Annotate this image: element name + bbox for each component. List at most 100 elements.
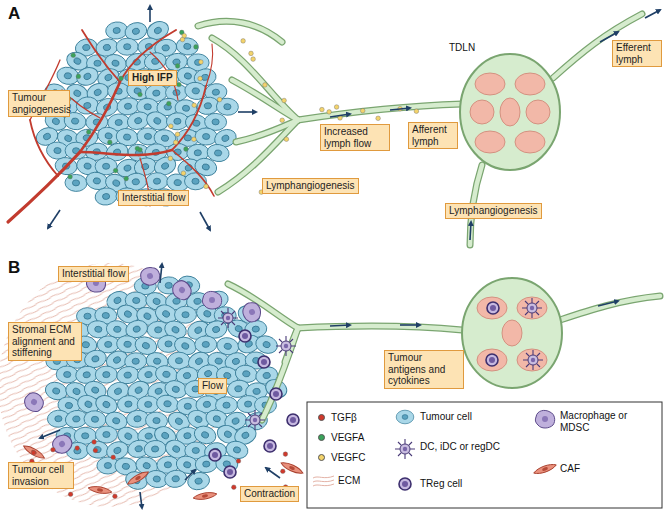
immune-cells-part: [287, 414, 299, 426]
ecm-stroma: [0, 263, 222, 507]
tumour-cell: [123, 469, 149, 492]
factor-dot: [167, 101, 172, 106]
flow-arrow-part: [48, 210, 60, 228]
lymph-node-part-part: [477, 349, 507, 371]
label-box: High IFP: [128, 70, 177, 86]
legend-frame-part: [307, 402, 662, 508]
lymphatic-vessel-part-part: [298, 326, 462, 330]
flow-arrow-part: [390, 108, 410, 110]
factor-dot: [169, 124, 174, 129]
organ-label: TDLN: [448, 42, 476, 54]
label-text: Lymphangiogenesis: [266, 180, 355, 192]
lymphatic-vessel-part-part: [262, 328, 298, 420]
tumour-cell: [155, 393, 180, 414]
lymphatic-vessel-part-part: [560, 296, 660, 320]
factor-dot: [175, 64, 180, 69]
label-text: Tumour antigens and cytokines: [388, 352, 460, 387]
lymph-node-part: [462, 278, 562, 388]
lymphatic-vessel-part-part: [232, 80, 298, 120]
tumour-cell: [56, 366, 79, 384]
blood-vessel: [8, 30, 214, 222]
factor-dot: [192, 137, 197, 142]
factor-dot: [111, 455, 116, 460]
factor-dot: [320, 107, 325, 112]
lymph-node-part-part: [517, 297, 547, 319]
lymph-node-part-part: [515, 131, 545, 153]
legend-text: ECM: [338, 475, 360, 487]
tumour-cell: [94, 187, 118, 207]
label-box: Interstitial flow: [118, 190, 189, 206]
factor-dot: [217, 97, 222, 102]
label-text: Tumour cell invasion: [12, 464, 70, 487]
flow-arrow-part: [200, 212, 210, 230]
lymph-node-part-part: [500, 98, 520, 126]
label-box: Tumour angiogenesis: [8, 90, 70, 117]
lymph-node-part-part: [502, 320, 522, 346]
immune-cells-part: [193, 491, 218, 501]
immune-cells-part: [240, 300, 263, 324]
tumour-cell: [195, 127, 218, 145]
label-box: Contraction: [240, 486, 299, 502]
legend-frame-part: [396, 410, 414, 424]
legend-text: TGFβ: [331, 412, 357, 424]
blood-vessel-part: [30, 120, 58, 176]
flow-arrow-part: [40, 430, 60, 438]
legend-text: DC, iDC or regDC: [420, 441, 500, 453]
lymphatic-vessel-part-part: [232, 80, 298, 120]
flow-arrow-part: [645, 10, 660, 18]
legend-swatch: [318, 434, 325, 441]
legend-frame-part-part: [313, 480, 334, 482]
label-text: Tumour angiogenesis: [12, 92, 66, 115]
immune-cells-part: [280, 460, 304, 476]
factor-dot: [119, 76, 124, 81]
factor-dot: [92, 440, 97, 445]
lymph-node-part-part: [517, 349, 547, 371]
factor-dot: [263, 83, 268, 88]
factor-dot: [113, 168, 118, 173]
label-text: Flow: [202, 380, 223, 392]
tumour-cell: [95, 366, 118, 384]
immune-cells-part: [88, 485, 113, 495]
label-box: Increased lymph flow: [320, 124, 390, 151]
lymphatic-vessel-part-part: [560, 296, 660, 320]
immune-cells-part: [239, 330, 251, 342]
factor-dot: [327, 110, 332, 115]
legend-text: Tumour cell: [420, 411, 472, 423]
factor-dot: [284, 137, 289, 142]
lymph-node-part: [487, 302, 499, 314]
lymphatic-vessel: [198, 14, 642, 245]
legend-swatch: [318, 414, 325, 421]
tumour-cell: [146, 172, 169, 190]
label-text: Contraction: [244, 488, 295, 500]
legend-swatch: [318, 454, 325, 461]
lymphatic-vessel-part-part: [298, 104, 462, 120]
legend-frame-part: [533, 462, 558, 476]
factor-dot: [232, 485, 237, 490]
lymph-node-part-part: [477, 297, 507, 319]
panel-letter: A: [8, 4, 20, 24]
factor-dot: [194, 45, 199, 50]
tumour-cell: [186, 470, 211, 492]
lymphatic-vessel-part: [228, 284, 660, 420]
factor-dot: [414, 109, 419, 114]
tumour-cell: [74, 427, 96, 444]
flow-arrow-part: [266, 468, 280, 478]
lymphatic-vessel-part: [198, 14, 642, 245]
tumour-cell: [116, 38, 138, 55]
legend-text: VEGFC: [331, 452, 365, 464]
tumour-cell: [166, 143, 189, 161]
legend-frame-part: [313, 476, 334, 486]
flow-arrow-part: [238, 111, 256, 113]
label-box: Interstitial flow: [58, 266, 129, 282]
tumour-cell: [195, 336, 217, 353]
lymph-node-part: [460, 54, 560, 170]
factor-dot: [168, 156, 173, 161]
factor-dot: [51, 447, 56, 452]
blood-vessel-part: [80, 150, 172, 155]
factor-dot: [360, 108, 365, 113]
lymphatic-vessel-part-part: [198, 21, 282, 42]
factor-dot: [251, 57, 256, 62]
legend-frame-part-part: [313, 484, 334, 486]
factor-dot: [236, 459, 241, 464]
